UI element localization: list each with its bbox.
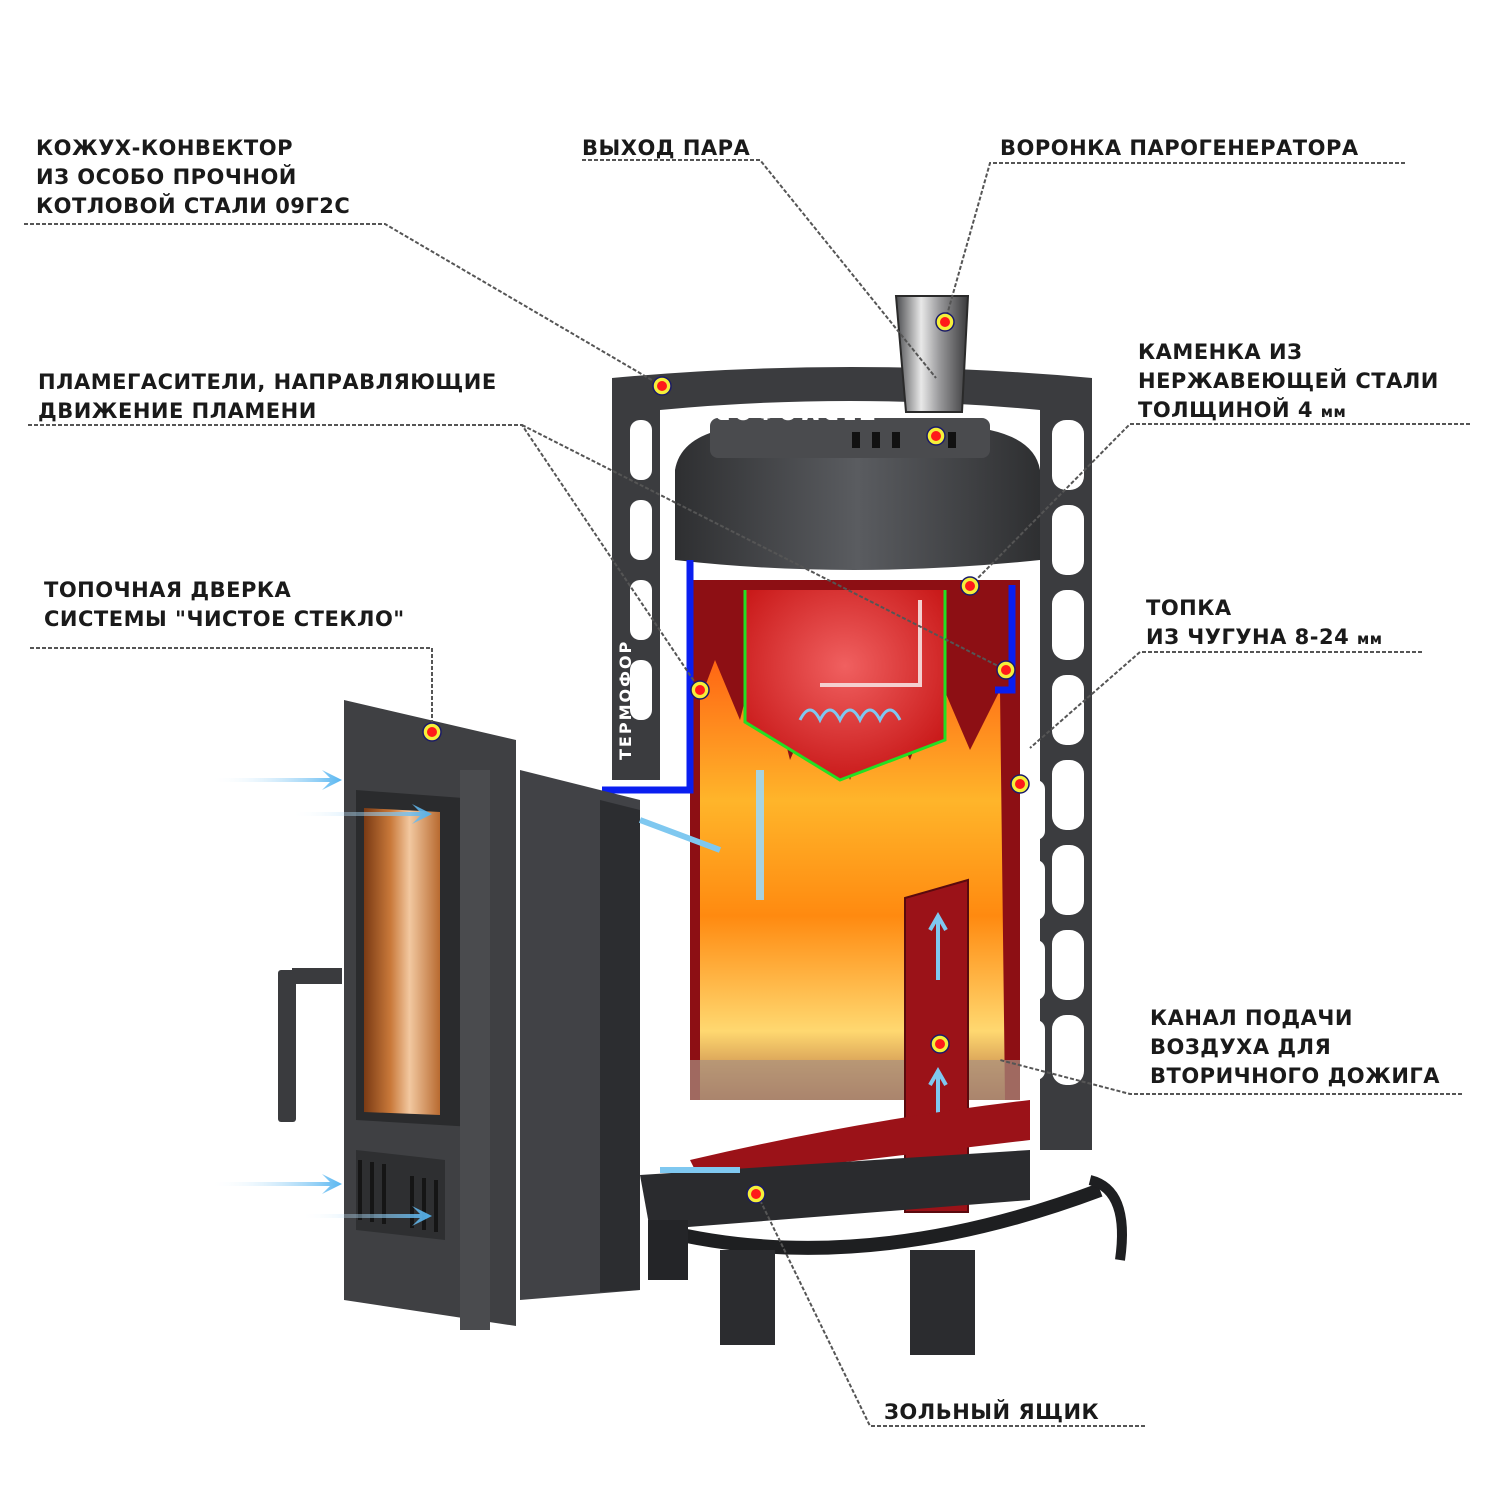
ash-box-base: [640, 1150, 1127, 1355]
callout-marker-center: [940, 317, 950, 327]
door-handle: [278, 968, 342, 1122]
callout-line: движение пламени: [38, 399, 317, 423]
side-brand-text: ТЕРМОФОР: [616, 639, 635, 760]
callout-line: толщиной 4 мм: [1138, 396, 1439, 427]
callout-line: Выход пара: [582, 136, 751, 160]
callout-markers: [422, 312, 1030, 1204]
callout-flame-arresters: Пламегасители, направляющие движение пла…: [38, 368, 497, 426]
stove-top: [675, 418, 1040, 570]
callout-line: Канал подачи: [1150, 1006, 1353, 1030]
door-vents: [358, 1160, 438, 1232]
callout-text: толщиной 4: [1138, 398, 1313, 422]
firebox-casing: [520, 770, 640, 1300]
stone-basket: [743, 590, 947, 782]
fire-door: [344, 700, 516, 1330]
callout-marker-center: [1015, 779, 1025, 789]
callout-line: котловой стали 09Г2С: [36, 194, 351, 218]
callout-firebox: Топка из чугуна 8-24 мм: [1146, 594, 1383, 654]
callout-line: Топка: [1146, 596, 1232, 620]
callout-marker-center: [695, 685, 705, 695]
callout-text: из чугуна 8-24: [1146, 625, 1350, 649]
callout-marker-center: [1001, 665, 1011, 675]
callout-line: Зольный ящик: [884, 1400, 1100, 1424]
leader-lines: [24, 159, 1470, 1427]
callout-marker-center: [657, 381, 667, 391]
callout-line: воздуха для: [1150, 1035, 1332, 1059]
callout-marker-center: [965, 581, 975, 591]
callout-marker-center: [931, 431, 941, 441]
callout-ash-box: Зольный ящик: [884, 1398, 1099, 1427]
callout-line: системы "Чистое стекло": [44, 607, 405, 631]
callout-line: Кожух-конвектор: [36, 136, 293, 160]
callout-steam-funnel: Воронка парогенератора: [1000, 134, 1359, 163]
callout-unit: мм: [1357, 630, 1383, 648]
callout-steam-outlet: Выход пара: [582, 134, 750, 163]
top-brand-text: ТЕРМОФОР: [712, 400, 875, 424]
callout-convector-shell: Кожух-конвектор из особо прочной котлово…: [36, 134, 350, 221]
callout-air-channel: Канал подачи воздуха для вторичного дожи…: [1150, 1004, 1440, 1091]
callout-line: Воронка парогенератора: [1000, 136, 1359, 160]
callout-line: из чугуна 8-24 мм: [1146, 623, 1383, 654]
callout-marker-center: [935, 1039, 945, 1049]
callout-stone-basket: Каменка из нержавеющей стали толщиной 4 …: [1138, 338, 1439, 427]
callout-line: Пламегасители, направляющие: [38, 370, 497, 394]
callout-line: вторичного дожига: [1150, 1064, 1441, 1088]
callout-line: нержавеющей стали: [1138, 369, 1439, 393]
steam-funnel: [894, 295, 970, 413]
top-vents: [852, 432, 956, 448]
callout-line: Каменка из: [1138, 340, 1303, 364]
callout-line: из особо прочной: [36, 165, 297, 189]
callout-marker-center: [751, 1189, 761, 1199]
callout-unit: мм: [1320, 403, 1347, 421]
air-flow-arrows: [210, 770, 764, 1226]
callout-line: Топочная дверка: [44, 578, 292, 602]
callout-marker-center: [427, 727, 437, 737]
callout-fire-door: Топочная дверка системы "Чистое стекло": [44, 576, 405, 634]
